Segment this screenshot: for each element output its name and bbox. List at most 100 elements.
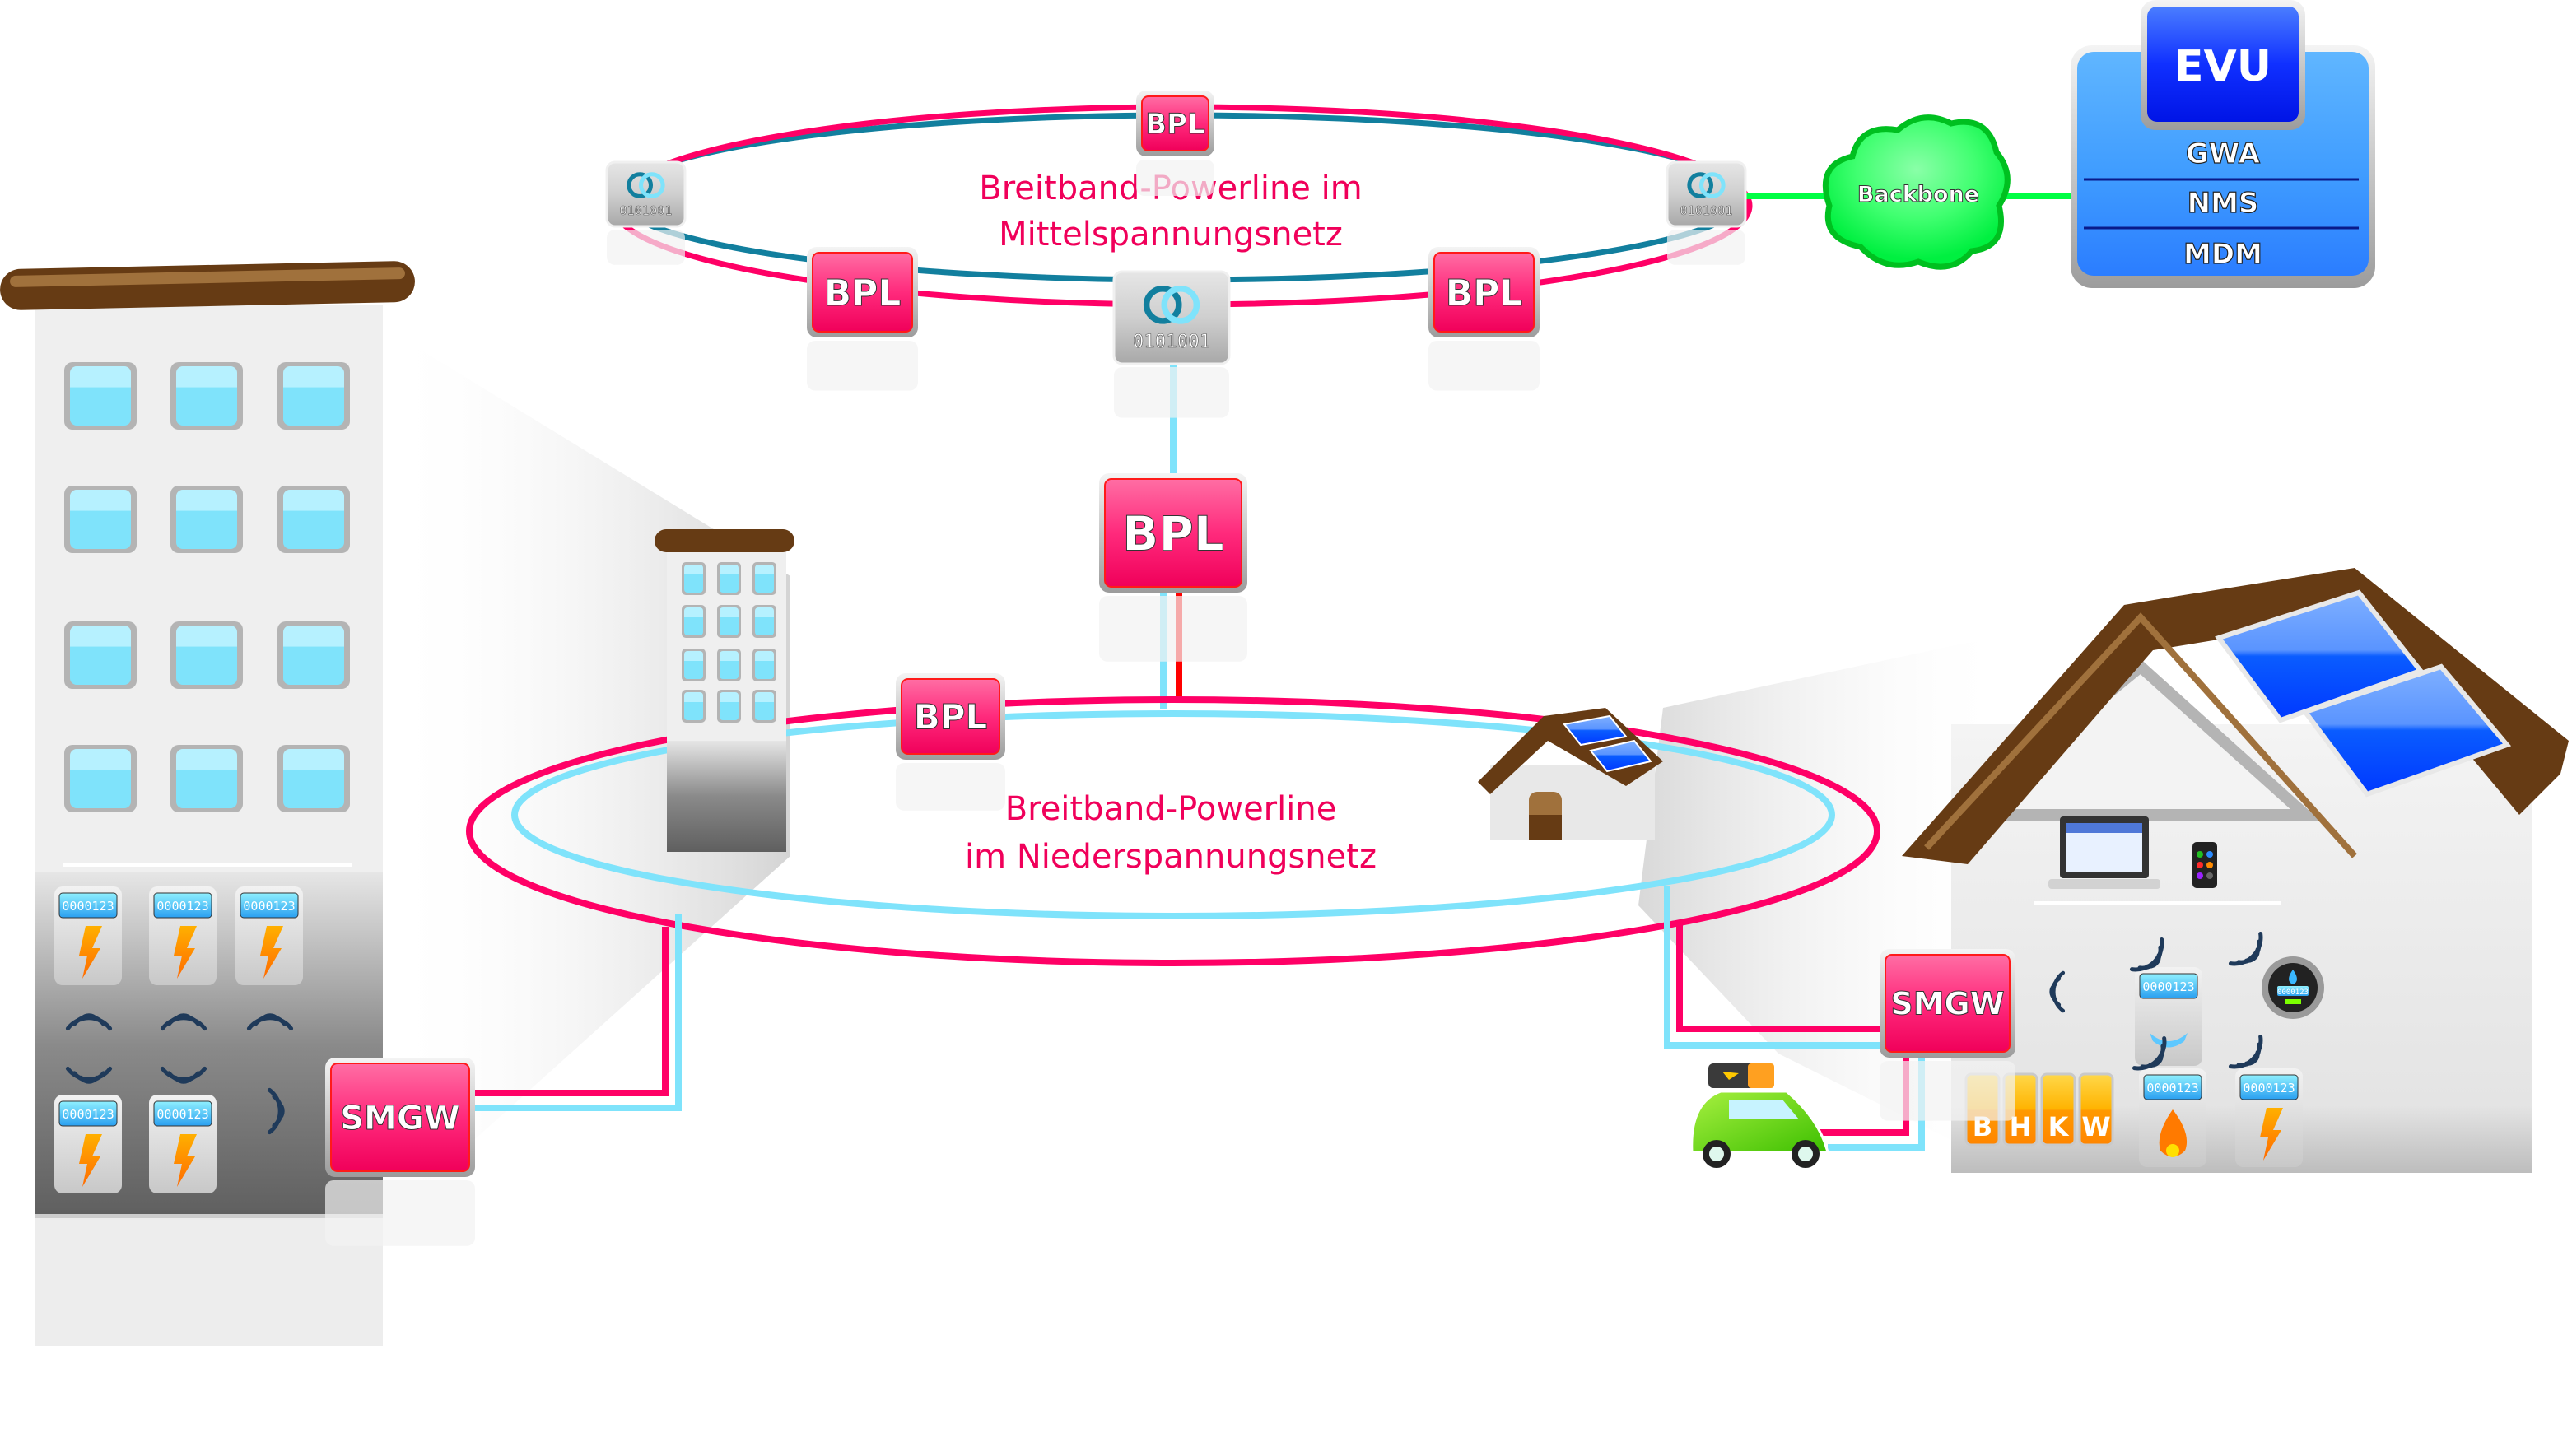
bpl-top-label: BPL [1145, 108, 1205, 141]
laptop-icon [2048, 816, 2160, 889]
backbone-label: Backbone [1857, 182, 1979, 207]
house-roof [1902, 568, 2569, 864]
smgw-node-house[interactable]: SMGW [1880, 949, 2015, 1121]
node-reflection [1667, 230, 1745, 265]
lightning-bolt-icon [2260, 1108, 2283, 1161]
gas-meter: 0000123 [2139, 1068, 2206, 1167]
lightning-bolt-icon [79, 1134, 102, 1187]
window-glass [283, 366, 344, 426]
node-reflection [1099, 596, 1247, 662]
apartment-building: 0000123 0000123 0000123 0000123 0000123 [0, 261, 415, 1346]
window-glass [755, 565, 774, 593]
chp-letter: W [2081, 1111, 2110, 1142]
evu-row-gwa: GWA [2186, 137, 2261, 170]
wireless-signal-icon [65, 1013, 113, 1031]
window-glass [70, 366, 131, 426]
link-lv-to-left-smgw-pink [473, 927, 669, 1096]
bpl-low-voltage-label: BPL [914, 697, 988, 737]
building-windows [64, 362, 350, 812]
window-glass [70, 749, 131, 808]
building-roof-highlight [10, 267, 405, 287]
apartment-meters: 0000123 0000123 0000123 0000123 0000123 [54, 886, 303, 1193]
link-lv-to-left-smgw-cyan [473, 914, 682, 1111]
linked-rings-icon [627, 172, 665, 198]
chp-segment [2040, 1072, 2076, 1147]
linked-rings-icon [1687, 172, 1726, 198]
small-building-roof [655, 529, 794, 552]
router-label: 0101001 [1680, 203, 1732, 218]
small-building [655, 529, 794, 852]
linked-rings-icon [1143, 285, 1200, 324]
electricity-meter: 0000123 [235, 886, 303, 985]
window-glass [720, 565, 739, 593]
node-reflection [325, 1180, 475, 1246]
building-reflection [35, 1214, 383, 1346]
meter-reading: 0000123 [156, 899, 208, 914]
wireless-signal-icon [65, 1066, 113, 1084]
wireless-signal-icon [160, 1066, 207, 1084]
window-glass [70, 490, 131, 549]
router-node-right[interactable]: 0101001 [1666, 160, 1747, 265]
chp-letter: K [2048, 1111, 2070, 1142]
flame-icon [2159, 1109, 2188, 1157]
window-glass [684, 692, 703, 720]
window-glass [755, 692, 774, 720]
node-reflection [896, 763, 1005, 811]
lightning-bolt-icon [174, 926, 197, 979]
chp-segment [2078, 1072, 2114, 1147]
node-reflection [1428, 341, 1540, 391]
small-house-door-lower [1529, 815, 1562, 840]
smgw-house-label: SMGW [1890, 986, 2004, 1022]
electricity-meter: 0000123 [54, 1095, 122, 1193]
building-ledge [63, 863, 352, 867]
bpl-node-link[interactable]: BPL [1099, 473, 1247, 662]
wireless-signal-icon [2132, 1035, 2167, 1071]
router-node-left[interactable]: 0101001 [605, 160, 687, 265]
lv-ring-label-line2: im Niederspannungsnetz [965, 838, 1377, 876]
wireless-signal-icon [160, 1013, 207, 1031]
window-glass [283, 626, 344, 685]
window-glass [755, 607, 774, 635]
evu-box: EVU GWA NMS MDM [2071, 0, 2375, 288]
small-house-solar-panel [1589, 739, 1652, 773]
meter-reading: 0000123 [156, 1107, 208, 1122]
house-roof-highlight [1924, 612, 2357, 858]
wireless-signal-icon [246, 1013, 294, 1031]
wireless-signal-icon [2049, 970, 2066, 1013]
window-glass [70, 626, 131, 685]
small-house-solar-panel [1563, 714, 1628, 747]
link-lv-to-right-smgw-pink [1676, 923, 1881, 1032]
window-glass [684, 651, 703, 679]
window-glass [176, 626, 237, 685]
bpl-node-top[interactable]: BPL [1136, 91, 1214, 196]
window-glass [720, 692, 739, 720]
bpl-node-bottom-left[interactable]: BPL [807, 247, 918, 391]
wireless-signal-icon [2228, 1034, 2263, 1069]
window-glass [176, 366, 237, 426]
window-glass [720, 607, 739, 635]
bpl-node-low-voltage[interactable]: BPL [896, 673, 1005, 811]
house-solar-panel [2301, 663, 2512, 798]
meter-reading: 0000123 [2243, 1081, 2295, 1095]
node-reflection [807, 341, 918, 391]
smartphone-icon [2192, 842, 2217, 888]
router-node-center[interactable]: 0101001 [1112, 270, 1231, 418]
meter-reading: 0000123 [243, 899, 295, 914]
meter-reading: 0000123 [62, 899, 114, 914]
bpl-node-bottom-right[interactable]: BPL [1428, 247, 1540, 391]
wireless-signal-icon [2129, 937, 2164, 972]
evu-row-mdm: MDM [2183, 238, 2262, 271]
wireless-signal-icon [2228, 931, 2263, 966]
bpl-bottom-left-label: BPL [824, 272, 902, 314]
electricity-meter: 0000123 [54, 886, 122, 985]
window-glass [720, 651, 739, 679]
smgw-node-building[interactable]: SMGW [325, 1058, 475, 1246]
evu-title: EVU [2174, 42, 2271, 91]
meter-reading: 0000123 [2146, 1081, 2198, 1095]
router-label: 0101001 [619, 203, 672, 218]
meter-reading: 0000123 [62, 1107, 114, 1122]
backbone-cloud: Backbone [1822, 114, 2011, 270]
